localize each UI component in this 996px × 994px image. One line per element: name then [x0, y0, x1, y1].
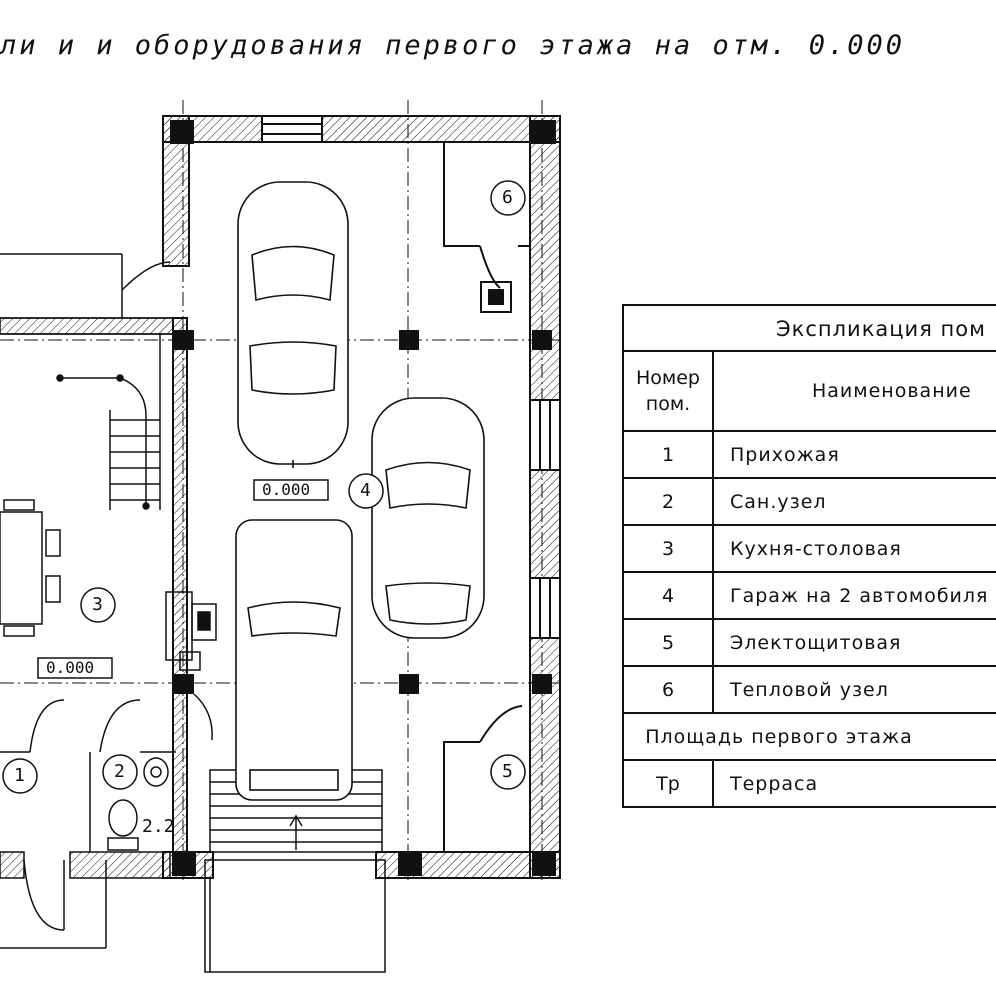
terrace-name: Терраса: [730, 772, 819, 795]
room-number-6: 6: [502, 187, 513, 208]
room-number-2: 2: [114, 761, 125, 782]
explication-header: Экспликация пом: [624, 306, 996, 352]
electrical-room: [443, 705, 523, 852]
explication-column-headers: Номер пом. Наименование: [624, 352, 996, 432]
heating-room: [443, 142, 530, 313]
table-row: 1 Прихожая: [624, 432, 996, 479]
row-name: Кухня-столовая: [730, 537, 902, 560]
level-boxes: [37, 479, 329, 679]
terrace-row: Тр Терраса: [624, 761, 996, 806]
level-mark-kitchen: 0.000: [46, 658, 95, 677]
room-number-5: 5: [502, 761, 513, 782]
row-number: 1: [624, 432, 714, 477]
row-name: Гараж на 2 автомобиля: [730, 584, 989, 607]
room-number-4: 4: [360, 480, 371, 501]
column-name-header: Наименование: [812, 380, 972, 402]
table-row: 3 Кухня-столовая: [624, 526, 996, 573]
row-number: 2: [624, 479, 714, 524]
car-right: [371, 397, 485, 639]
room-number-1: 1: [14, 765, 25, 786]
room-number-3: 3: [92, 594, 103, 615]
table-row: 5 Электощитовая: [624, 620, 996, 667]
car-top-left: [237, 181, 349, 468]
level-mark-garage: 0.000: [262, 480, 311, 499]
row-name: Прихожая: [730, 443, 840, 466]
terrace-number: Тр: [624, 761, 714, 806]
row-name: Тепловой узел: [730, 678, 889, 701]
row-name: Сан.узел: [730, 490, 827, 513]
drawing-title: ли и и оборудования первого этажа на отм…: [0, 30, 906, 61]
total-area-label: Площадь первого этажа: [645, 725, 913, 748]
table-row: 4 Гараж на 2 автомобиля: [624, 573, 996, 620]
area-label: 2.2: [142, 816, 175, 837]
row-number: 4: [624, 573, 714, 618]
row-number: 5: [624, 620, 714, 665]
stairs: [0, 253, 174, 510]
explication-table: Экспликация пом Номер пом. Наименование …: [622, 304, 996, 808]
row-number: 3: [624, 526, 714, 571]
table-row: 2 Сан.узел: [624, 479, 996, 526]
columns: [170, 120, 556, 876]
fireplace: [165, 591, 217, 671]
dining-table: [0, 499, 61, 637]
row-name: Электощитовая: [730, 631, 902, 654]
room-circles: [2, 180, 526, 794]
table-row: 6 Тепловой узел: [624, 667, 996, 714]
car-suv: [235, 519, 353, 801]
hall-bath: [0, 693, 213, 949]
column-number-header: Номер пом.: [624, 352, 714, 430]
row-number: 6: [624, 667, 714, 712]
total-area-row: Площадь первого этажа: [624, 714, 996, 761]
